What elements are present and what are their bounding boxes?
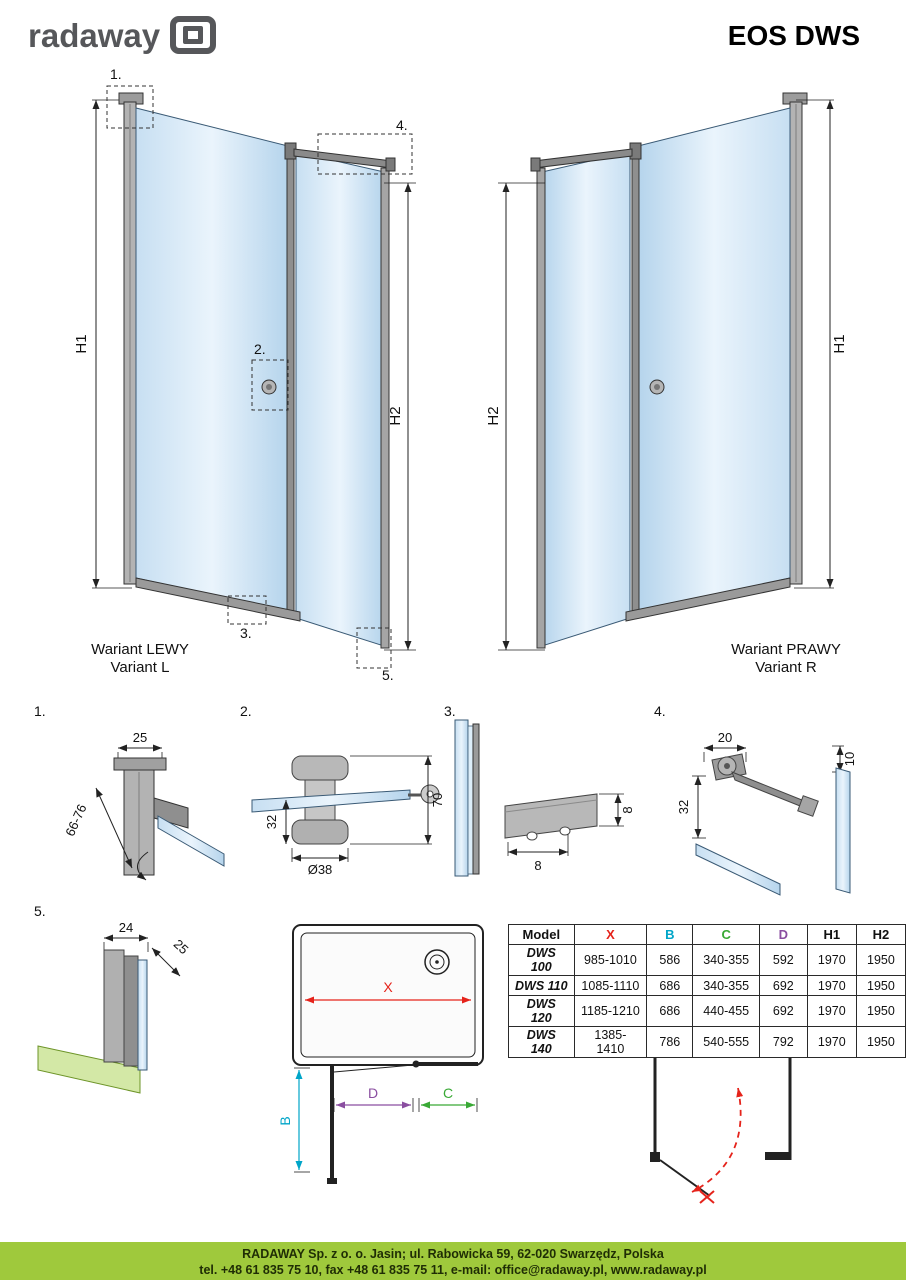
detail-2: 2. 32 Ø38 70 xyxy=(240,703,445,877)
footer-address: RADAWAY Sp. z o. o. Jasin; ul. Rabowicka… xyxy=(242,1247,664,1261)
table-cell: 592 xyxy=(758,944,808,976)
detail-4: 4. 20 10 32 xyxy=(654,703,857,896)
callout-label-3: 3. xyxy=(240,625,252,641)
table-cell: 1385-1410 xyxy=(573,1026,648,1058)
table-header-row: Model X B C D H1 H2 xyxy=(508,924,906,945)
table-cell: 692 xyxy=(758,975,808,996)
logo-mark-inner-square xyxy=(183,26,204,44)
detail-3-label: 3. xyxy=(444,703,456,719)
callout-box-4 xyxy=(317,133,413,175)
table-cell: 540-555 xyxy=(692,1026,760,1058)
logo-mark-icon xyxy=(170,16,217,54)
variant-right-label-pl: Wariant PRAWY xyxy=(731,641,841,658)
table-header-h2: H2 xyxy=(855,924,906,945)
table-cell: 686 xyxy=(646,995,694,1027)
detail-4-dim-left: 32 xyxy=(676,800,691,814)
drain-circle xyxy=(424,949,450,975)
plan-dim-d: D xyxy=(368,1085,378,1101)
table-cell-model: DWS 100 xyxy=(508,944,575,976)
table-cell: 692 xyxy=(758,995,808,1027)
detail-2-label: 2. xyxy=(240,703,252,719)
detail-2-dim-offset: 32 xyxy=(264,815,279,829)
detail-4-dim-top: 20 xyxy=(718,730,732,745)
callout-box-1 xyxy=(106,85,154,129)
detail-5: 5. 24 25 xyxy=(34,903,192,1094)
detail-1-label: 1. xyxy=(34,703,46,719)
detail-1: 1. 25 66-76 xyxy=(34,703,225,881)
table-cell: 1950 xyxy=(855,975,906,996)
callout-label-5: 5. xyxy=(382,667,394,683)
plan-dim-b: B xyxy=(277,1116,293,1125)
page-title: EOS DWS xyxy=(727,20,860,51)
dim-h1-left: H1 xyxy=(73,334,90,353)
detail-3: 3. 8 8 xyxy=(444,703,635,877)
table-cell: 792 xyxy=(758,1026,808,1058)
callout-label-4: 4. xyxy=(396,117,408,133)
table-cell: 1970 xyxy=(806,1026,857,1058)
detail-3-dim-height: 8 xyxy=(620,806,635,813)
table-header-model: Model xyxy=(508,924,575,945)
table-header-d: D xyxy=(758,924,808,945)
table-cell: 440-455 xyxy=(692,995,760,1027)
table-cell-model: DWS 140 xyxy=(508,1026,575,1058)
table-cell: 985-1010 xyxy=(573,944,648,976)
table-cell: 686 xyxy=(646,975,694,996)
detail-1-dim-range: 66-76 xyxy=(62,802,89,838)
detail-5-dim-top: 24 xyxy=(119,920,133,935)
variant-left-label-pl: Wariant LEWY xyxy=(91,641,189,658)
table-cell: 340-355 xyxy=(692,944,760,976)
detail-1-dim-width: 25 xyxy=(133,730,147,745)
detail-5-label: 5. xyxy=(34,903,46,919)
table-row: DWS 120 1185-1210 686 440-455 692 1970 1… xyxy=(508,995,906,1027)
plan-view: X B D C xyxy=(277,924,484,1184)
plan-dim-c: C xyxy=(443,1085,453,1101)
door-swing-schematic xyxy=(650,1046,792,1204)
logo-text: radaway xyxy=(28,16,161,54)
detail-4-label: 4. xyxy=(654,703,666,719)
table-cell: 786 xyxy=(646,1026,694,1058)
detail-4-dim-right: 10 xyxy=(842,752,857,766)
plan-dim-x: X xyxy=(383,979,393,995)
table-cell: 1950 xyxy=(855,1026,906,1058)
table-cell: 1970 xyxy=(806,995,857,1027)
table-row: DWS 110 1085-1110 686 340-355 692 1970 1… xyxy=(508,975,906,996)
table-cell: 1950 xyxy=(855,995,906,1027)
table-cell-model: DWS 110 xyxy=(508,975,575,996)
footer-bar: RADAWAY Sp. z o. o. Jasin; ul. Rabowicka… xyxy=(0,1242,906,1280)
dimensions-table: Model X B C D H1 H2 DWS 100 985-1010 586… xyxy=(508,924,906,1058)
table-cell: 1970 xyxy=(806,944,857,976)
variant-right-dimensions: H2 H1 Wariant PRAWY Variant R xyxy=(485,99,848,676)
callout-box-2 xyxy=(251,359,289,411)
table-header-x: X xyxy=(573,924,648,945)
radaway-logo: radaway xyxy=(28,16,217,54)
table-cell: 340-355 xyxy=(692,975,760,996)
table-header-c: C xyxy=(692,924,760,945)
table-header-h1: H1 xyxy=(806,924,857,945)
variant-left-label-en: Variant L xyxy=(111,659,170,676)
callout-label-1: 1. xyxy=(110,66,122,82)
footer-contact: tel. +48 61 835 75 10, fax +48 61 835 75… xyxy=(199,1263,707,1277)
table-cell: 1085-1110 xyxy=(573,975,648,996)
table-cell: 1185-1210 xyxy=(573,995,648,1027)
table-cell: 1950 xyxy=(855,944,906,976)
table-header-b: B xyxy=(646,924,694,945)
table-cell: 1970 xyxy=(806,975,857,996)
variant-right-label-en: Variant R xyxy=(755,659,817,676)
detail-2-dim-diameter: Ø38 xyxy=(308,862,333,877)
detail-2-dim-height: 70 xyxy=(430,793,445,807)
callout-box-3 xyxy=(227,595,267,625)
table-cell-model: DWS 120 xyxy=(508,995,575,1027)
detail-3-dim-width: 8 xyxy=(534,858,541,873)
table-row: DWS 100 985-1010 586 340-355 592 1970 19… xyxy=(508,944,906,976)
detail-5-dim-side: 25 xyxy=(171,936,192,957)
dim-h2-left: H2 xyxy=(387,406,404,425)
variant-right-drawing xyxy=(530,92,808,649)
dim-h1-right: H1 xyxy=(831,334,848,353)
table-row: DWS 140 1385-1410 786 540-555 792 1970 1… xyxy=(508,1026,906,1058)
callout-label-2: 2. xyxy=(254,341,266,357)
callout-box-5 xyxy=(356,627,392,669)
table-cell: 586 xyxy=(646,944,694,976)
dim-h2-right: H2 xyxy=(485,406,502,425)
variant-left-drawing: H1 H2 1. 2. 3. 4. xyxy=(73,66,416,683)
